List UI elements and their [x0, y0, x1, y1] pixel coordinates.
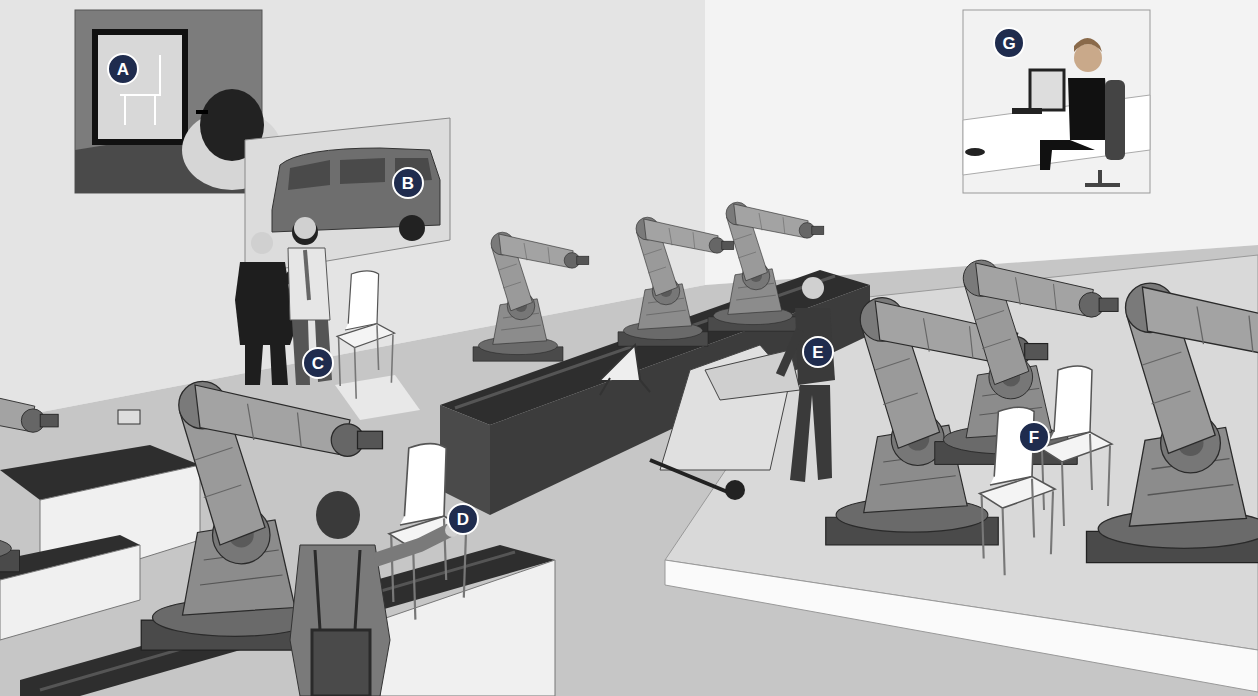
callout-letter: A — [117, 61, 129, 78]
callout-badge: F — [1018, 421, 1050, 453]
callout-letter: F — [1029, 429, 1039, 446]
callout-badge: A — [107, 53, 139, 85]
callout-badge: E — [802, 336, 834, 368]
callout-badge: G — [993, 27, 1025, 59]
callout-letter: G — [1002, 35, 1015, 52]
callout-letter: E — [812, 344, 823, 361]
callout-badge: B — [392, 167, 424, 199]
callout-letter: C — [312, 355, 324, 372]
callout-letter: B — [402, 175, 414, 192]
callout-badge: C — [302, 347, 334, 379]
callout-letter: D — [457, 511, 469, 528]
callout-badge: D — [447, 503, 479, 535]
